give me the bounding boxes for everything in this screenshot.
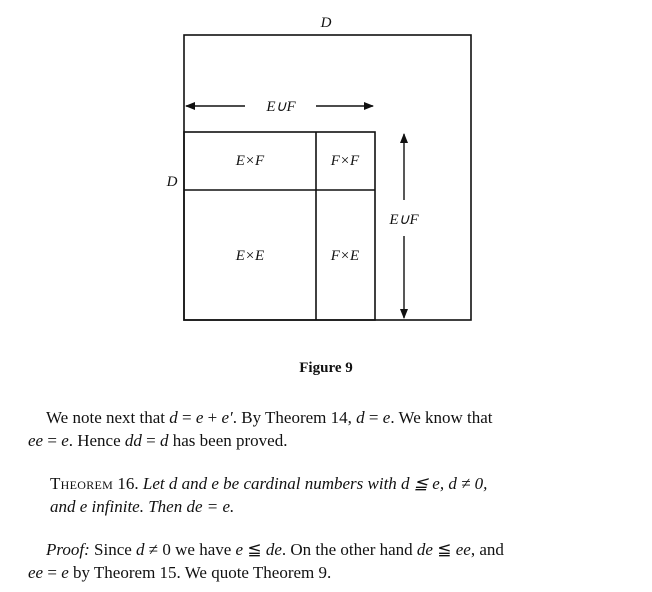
theorem-line-2: and e infinite. Then de = e. bbox=[50, 497, 235, 516]
math-run: d bbox=[169, 408, 178, 427]
math-run: de bbox=[265, 540, 282, 559]
math-run: ee bbox=[455, 540, 471, 559]
text-run: ≦ bbox=[243, 540, 266, 559]
figure-caption: Figure 9 bbox=[299, 360, 353, 376]
math-run: d bbox=[160, 431, 169, 450]
proof-line-2: ee = e by Theorem 15. We quote Theorem 9… bbox=[28, 561, 628, 584]
cell-e-times-e: E×E bbox=[235, 248, 264, 264]
inner-square-e-union-f bbox=[183, 131, 376, 321]
cell-f-times-e: F×E bbox=[330, 248, 359, 264]
math-run: ee bbox=[28, 431, 44, 450]
text-run: has been proved. bbox=[168, 431, 288, 450]
math-run: d bbox=[136, 540, 145, 559]
theorem-statement: Let d and e be cardinal numbers with d ≦… bbox=[142, 474, 488, 493]
figure-9-diagram: D D E∪F E∪F E×F F×F E×E F×E bbox=[166, 15, 472, 321]
text-run: We note next that bbox=[46, 408, 170, 427]
math-run: e bbox=[235, 540, 244, 559]
math-run: ee bbox=[28, 563, 44, 582]
theorem-number: 16. bbox=[113, 474, 143, 493]
text-run: . On the other hand bbox=[281, 540, 417, 559]
math-run: e bbox=[382, 408, 391, 427]
text-run: . By Theorem 14, bbox=[232, 408, 357, 427]
text-run: , and bbox=[470, 540, 504, 559]
text-run: . Hence bbox=[68, 431, 125, 450]
math-run: de bbox=[416, 540, 433, 559]
text-run: = bbox=[43, 563, 62, 582]
theorem-heading: Theorem bbox=[50, 474, 114, 493]
text-run: = bbox=[141, 431, 160, 450]
paragraph-note: We note next that d = e + e′. By Theorem… bbox=[28, 406, 628, 452]
outer-square-d bbox=[183, 34, 472, 321]
text-run: by Theorem 15. We quote Theorem 9. bbox=[68, 563, 332, 582]
text-run: Since bbox=[89, 540, 137, 559]
cell-e-times-f: E×F bbox=[235, 153, 265, 169]
math-run: e bbox=[61, 431, 69, 450]
text-run: = bbox=[364, 408, 383, 427]
proof: Proof: Since d ≠ 0 we have e ≦ de. On th… bbox=[28, 538, 628, 584]
cell-f-times-f: F×F bbox=[330, 153, 360, 169]
right-span-label: E∪F bbox=[388, 212, 419, 228]
theorem-line-1: Theorem 16. Let d and e be cardinal numb… bbox=[50, 472, 630, 495]
math-run: dd bbox=[124, 431, 142, 450]
text-run: + bbox=[203, 408, 222, 427]
math-run: e′ bbox=[221, 408, 233, 427]
outer-left-label: D bbox=[166, 174, 178, 190]
paragraph-line-2: ee = e. Hence dd = d has been proved. bbox=[28, 429, 628, 452]
math-run: e bbox=[61, 563, 69, 582]
text-run: ≦ bbox=[432, 540, 456, 559]
text-run: = bbox=[177, 408, 196, 427]
theorem-16: Theorem 16. Let d and e be cardinal numb… bbox=[50, 472, 630, 518]
text-run: = bbox=[43, 431, 62, 450]
outer-top-label: D bbox=[320, 15, 332, 31]
top-span-label: E∪F bbox=[265, 99, 296, 115]
math-run: d bbox=[356, 408, 365, 427]
proof-label: Proof: bbox=[46, 540, 90, 559]
paragraph-line-1: We note next that d = e + e′. By Theorem… bbox=[28, 406, 628, 429]
text-run: ≠ 0 we have bbox=[144, 540, 236, 559]
proof-line-1: Proof: Since d ≠ 0 we have e ≦ de. On th… bbox=[28, 538, 628, 561]
text-run: . We know that bbox=[390, 408, 493, 427]
math-run: e bbox=[195, 408, 204, 427]
